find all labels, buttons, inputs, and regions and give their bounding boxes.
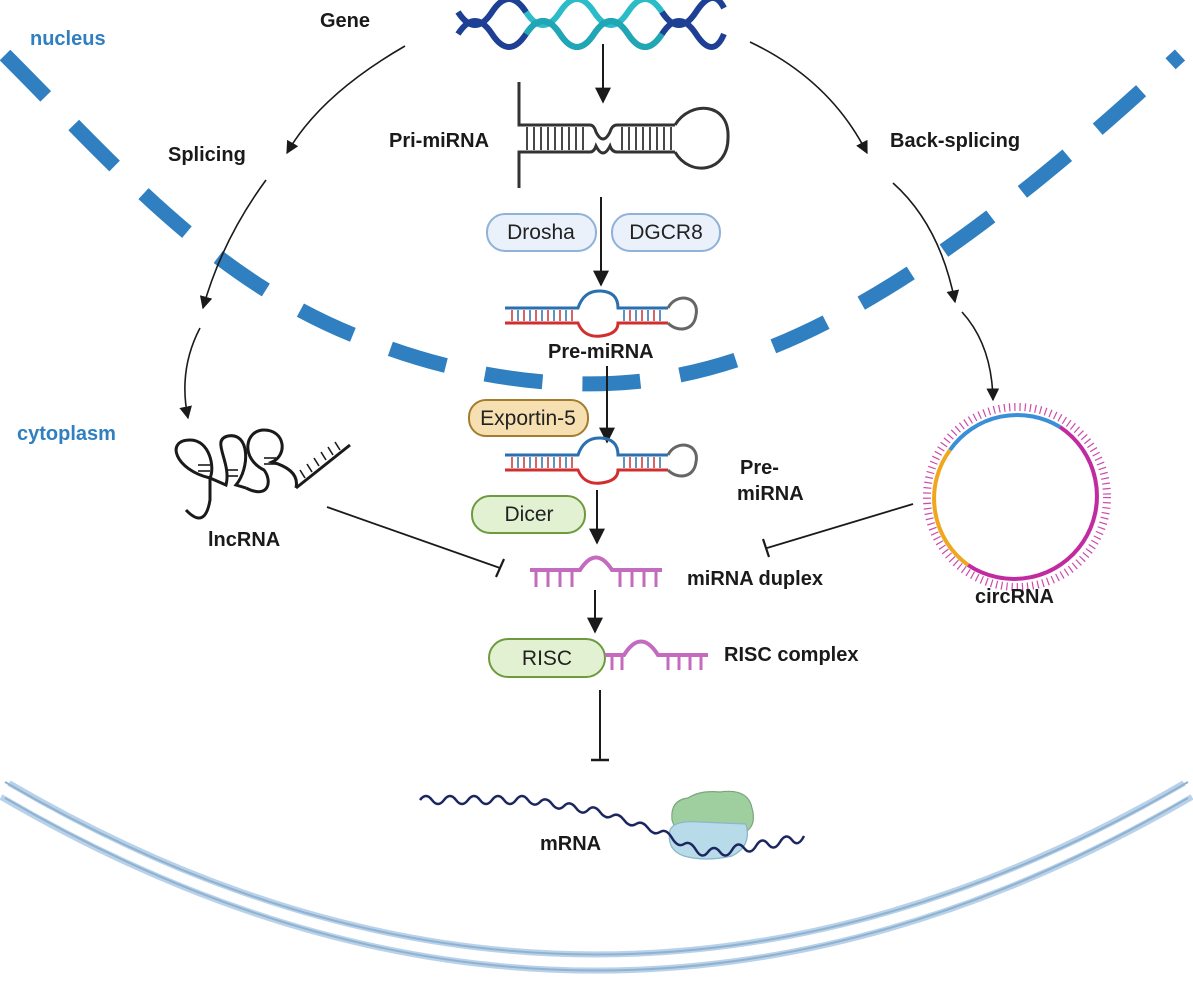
exportin5-label: Exportin-5 (480, 407, 576, 430)
risc-bound-mirna-icon (605, 639, 708, 670)
arrow-splicing-to-lncrna (199, 179, 267, 310)
inhibition-bar-circrna (761, 538, 771, 558)
pre-mirna-nucleus-label: Pre-miRNA (548, 341, 654, 363)
cytoplasm-label: cytoplasm (17, 423, 116, 445)
arrow-into-lncrna (179, 327, 201, 420)
gene-label: Gene (320, 10, 370, 32)
ribosome-icon (668, 790, 754, 860)
circrna-label: circRNA (975, 586, 1054, 608)
nuclear-envelope (0, 49, 1186, 392)
lncrna-structure-icon (174, 428, 351, 520)
lncrna-label: lncRNA (208, 529, 280, 551)
arrow-into-circrna (961, 311, 1000, 402)
dgcr8-pill: DGCR8 (611, 213, 721, 252)
pri-mirna-label: Pri-miRNA (389, 130, 489, 152)
drosha-label: Drosha (507, 221, 575, 244)
mirna-duplex-label: miRNA duplex (687, 568, 823, 590)
inhibition-lncrna-to-duplex (326, 506, 501, 569)
dicer-label: Dicer (504, 503, 553, 526)
arrow-gene-to-splicing (286, 45, 406, 155)
dgcr8-label: DGCR8 (629, 221, 703, 244)
inhibition-bar-lncrna (494, 558, 506, 578)
gene-dna-helix-icon (455, 0, 727, 50)
mrna-strand-icon (419, 794, 806, 857)
cell-membrane (0, 780, 1193, 974)
nucleus-label: nucleus (30, 28, 106, 50)
risc-label: RISC (522, 647, 572, 670)
risc-pill: RISC (488, 638, 606, 678)
drosha-pill: Drosha (486, 213, 597, 252)
mrna-label: mRNA (540, 833, 601, 855)
inhibition-circrna-to-duplex (766, 503, 914, 549)
dicer-pill: Dicer (471, 495, 586, 534)
arrow-backsplicing-to-circrna (892, 182, 960, 304)
risc-complex-label: RISC complex (724, 644, 858, 666)
pri-mirna-hairpin-icon (517, 82, 730, 188)
circrna-ring-icon (923, 403, 1111, 591)
pre-mirna-cytoplasm-label-line1: Pre- (740, 457, 779, 479)
pre-mirna-hairpin-cytoplasm-icon (505, 436, 698, 485)
pre-mirna-hairpin-nucleus-icon (505, 289, 698, 338)
back-splicing-label: Back-splicing (890, 130, 1020, 152)
pre-mirna-cytoplasm-label-line2: miRNA (737, 483, 804, 505)
exportin5-pill: Exportin-5 (468, 399, 589, 437)
splicing-label: Splicing (168, 144, 246, 166)
mirna-duplex-icon (530, 555, 662, 587)
arrow-gene-to-backsplicing (749, 41, 868, 155)
